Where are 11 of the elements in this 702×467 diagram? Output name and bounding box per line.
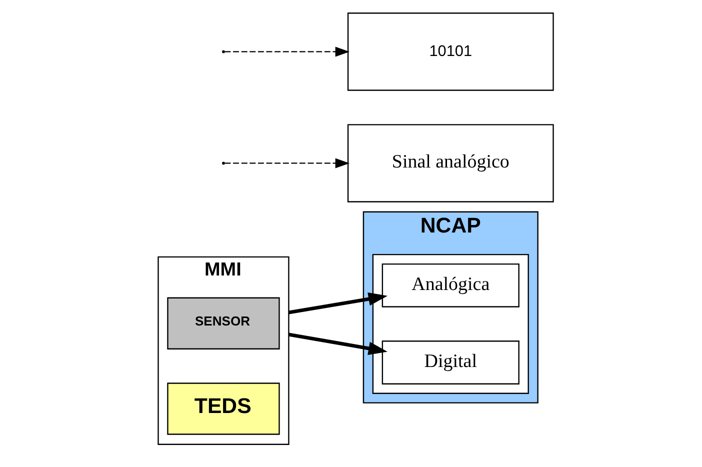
node-box: Digital	[382, 340, 520, 384]
arrow	[288, 292, 388, 314]
node-box: Analógica	[382, 263, 520, 308]
arrow	[288, 332, 388, 356]
node-box: Sinal analógico	[347, 124, 554, 202]
node-box: TEDS	[167, 382, 280, 435]
arrow	[224, 46, 350, 57]
node-box: SENSOR	[167, 297, 280, 350]
arrow	[224, 158, 350, 168]
node-box: 10101	[347, 12, 554, 91]
cluster	[372, 254, 529, 394]
